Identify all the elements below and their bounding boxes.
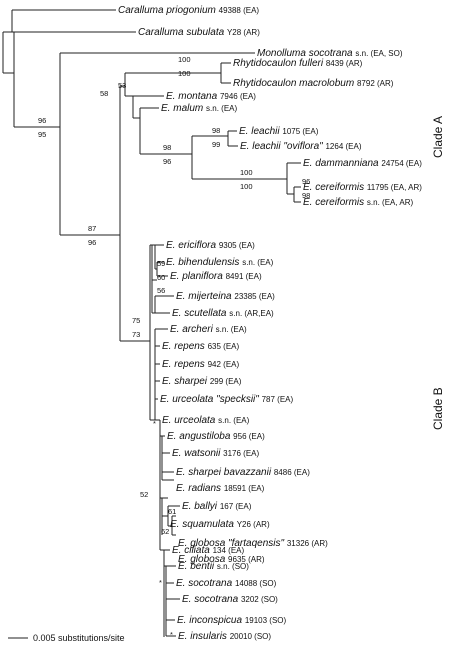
taxon-label: Rhytidocaulon fulleri 8439 (AR) xyxy=(233,58,363,69)
taxon-label: E. angustiloba 956 (EA) xyxy=(167,431,265,442)
support-value: 96 xyxy=(302,177,310,186)
taxon-label: E. sharpei 299 (EA) xyxy=(162,376,242,387)
tree-branches xyxy=(2,9,301,637)
taxon-label: E. urceolata s.n. (EA) xyxy=(162,415,250,426)
taxon-label: Caralluma subulata Y28 (AR) xyxy=(138,27,260,38)
clade-b-label: Clade B xyxy=(431,387,445,430)
support-value: 100 xyxy=(178,55,191,64)
taxon-label: E. dammanniana 24754 (EA) xyxy=(303,158,422,169)
taxon-label: E. malum s.n. (EA) xyxy=(161,103,237,114)
taxon-label: E. archeri s.n. (EA) xyxy=(170,324,247,335)
support-value: 99 xyxy=(212,140,220,149)
taxon-label: E. watsonii 3176 (EA) xyxy=(172,448,260,459)
support-value: 87 xyxy=(88,224,96,233)
support-value: * xyxy=(170,630,173,639)
support-value: 58 xyxy=(100,89,108,98)
taxon-label: E. planiflora 8491 (EA) xyxy=(170,271,262,282)
support-value: 96 xyxy=(163,157,171,166)
taxon-label: E. repens 635 (EA) xyxy=(162,341,240,352)
taxon-label: E. bihendulensis s.n. (EA) xyxy=(166,257,274,268)
support-value: 100 xyxy=(178,69,191,78)
support-value: * xyxy=(153,419,156,428)
support-value: 96 xyxy=(88,238,96,247)
taxon-label: E. scutellata s.n. (AR,EA) xyxy=(172,308,274,319)
support-value: 61 xyxy=(168,507,176,516)
taxon-label: E. sharpei bavazzanii 8486 (EA) xyxy=(176,467,310,478)
support-value: 52 xyxy=(140,490,148,499)
taxon-label: E. cereiformis 11795 (EA, AR) xyxy=(303,182,422,193)
taxon-label: E. squamulata Y26 (AR) xyxy=(170,519,270,530)
support-value: 95 xyxy=(38,130,46,139)
taxon-label: Caralluma priogonium 49388 (EA) xyxy=(118,5,259,16)
support-values: 96 95 87 96 58 53 100 100 98 96 98 99 10… xyxy=(38,55,310,639)
taxon-label: E. montana 7946 (EA) xyxy=(166,91,256,102)
support-value: 98 xyxy=(212,126,220,135)
taxon-label: E. globosa 9635 (AR) xyxy=(178,554,265,565)
taxon-label: E. ciliata 134 (EA) xyxy=(172,545,245,556)
taxon-label: E. socotrana 14088 (SO) xyxy=(176,578,277,589)
support-value: 100 xyxy=(240,182,253,191)
taxon-label: E. inconspicua 19103 (SO) xyxy=(177,615,287,626)
taxon-label: E. ballyi 167 (EA) xyxy=(182,501,252,512)
support-value: 100 xyxy=(240,168,253,177)
support-value: 75 xyxy=(132,316,140,325)
taxon-label: E. ericiflora 9305 (EA) xyxy=(166,240,255,251)
taxon-label: E. insularis 20010 (SO) xyxy=(178,631,271,642)
taxon-label: E. repens 942 (EA) xyxy=(162,359,240,370)
support-value: 98 xyxy=(302,191,310,200)
taxon-label: E. urceolata "specksii" 787 (EA) xyxy=(160,394,294,405)
support-value: 98 xyxy=(163,143,171,152)
taxon-label: Rhytidocaulon macrolobum 8792 (AR) xyxy=(233,78,394,89)
taxon-labels: Caralluma priogonium 49388 (EA) Carallum… xyxy=(118,5,422,642)
support-value: 73 xyxy=(132,330,140,339)
taxon-label: E. leachii "oviflora" 1264 (EA) xyxy=(240,141,362,152)
support-value: 59 xyxy=(157,259,165,268)
scale-bar-label: 0.005 substitutions/site xyxy=(33,633,125,643)
support-value: 53 xyxy=(118,81,126,90)
taxon-label: E. mijerteina 23385 (EA) xyxy=(176,291,275,302)
support-value: 56 xyxy=(157,286,165,295)
taxon-label: E. globosa "fartaqensis" 31326 (AR) xyxy=(178,538,328,549)
taxon-label: E. radians 18591 (EA) xyxy=(176,483,265,494)
taxon-label: E. bentii s.n. (SO) xyxy=(178,561,249,572)
taxon-label: E. leachii 1075 (EA) xyxy=(239,126,319,137)
taxon-label: E. socotrana 3202 (SO) xyxy=(182,594,278,605)
taxon-label: E. cereiformis s.n. (EA, AR) xyxy=(303,197,413,208)
clade-a-label: Clade A xyxy=(431,116,445,158)
support-value: 60 xyxy=(157,273,165,282)
support-value: 96 xyxy=(38,116,46,125)
support-value: 62 xyxy=(161,527,169,536)
support-value: * xyxy=(159,578,162,587)
taxon-label: Monolluma socotrana s.n. (EA, SO) xyxy=(257,48,403,59)
